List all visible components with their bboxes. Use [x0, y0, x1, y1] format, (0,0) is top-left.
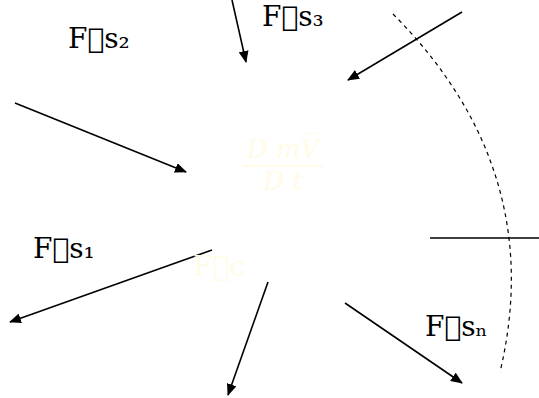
force-label: F⃗sₙ	[425, 310, 488, 344]
force-label: F⃗c	[193, 250, 245, 284]
fraction-denominator: D t	[259, 167, 307, 197]
dashed-arc	[393, 14, 511, 372]
force-arrow	[228, 282, 268, 395]
sphere-shape	[163, 35, 457, 329]
force-line	[430, 237, 539, 239]
sphere: D mV̅D t	[163, 35, 457, 329]
force-arrow	[15, 103, 186, 172]
force-arrow	[348, 12, 462, 80]
force-label: F⃗s₁	[33, 232, 95, 266]
force-arrow	[232, 0, 246, 62]
fraction-numerator: D mV̅	[243, 135, 324, 167]
force-label: F⃗s₂	[68, 22, 130, 56]
fraction: D mV̅D t	[213, 135, 353, 197]
force-label: F⃗s₃	[262, 0, 324, 34]
